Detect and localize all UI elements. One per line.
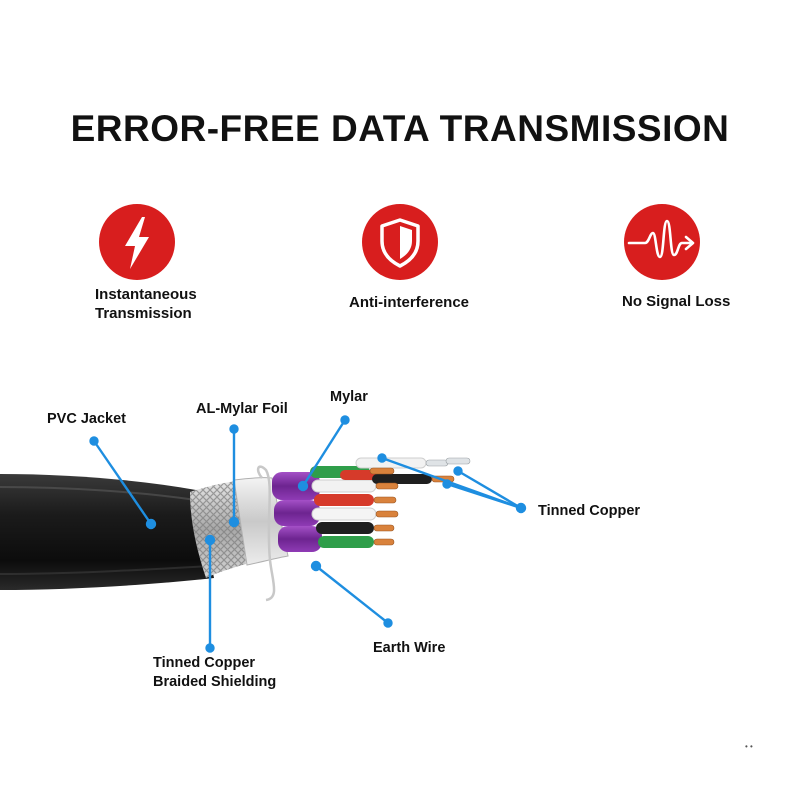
feature-label-instantaneous-transmission: Instantaneous Transmission: [95, 286, 197, 322]
al-mylar-foil-shape: [233, 477, 289, 566]
callout-lines: [89, 415, 527, 653]
feature-label-anti-interference: Anti-interference: [349, 294, 470, 311]
callout-braided-shielding: Tinned Copper Braided Shielding: [153, 655, 277, 690]
decorative-dots: • •: [745, 742, 753, 751]
insulated-conductors: [310, 457, 432, 548]
signal-wave-arrow-icon: [624, 204, 700, 280]
callout-earth-wire: Earth Wire: [373, 640, 446, 656]
lightning-bolt-icon: [99, 204, 175, 280]
callout-al-mylar-foil: AL-Mylar Foil: [196, 401, 288, 417]
page-title: ERROR-FREE DATA TRANSMISSION: [70, 108, 730, 149]
earth-wire-shape: [256, 465, 276, 602]
feature-label-no-signal-loss: No Signal Loss: [622, 293, 731, 310]
shield-icon: [362, 204, 438, 280]
pvc-jacket-shape: [0, 474, 214, 590]
callout-pvc-jacket: PVC Jacket: [47, 411, 126, 427]
callout-mylar: Mylar: [330, 389, 368, 405]
callout-tinned-copper: Tinned Copper: [538, 503, 641, 519]
